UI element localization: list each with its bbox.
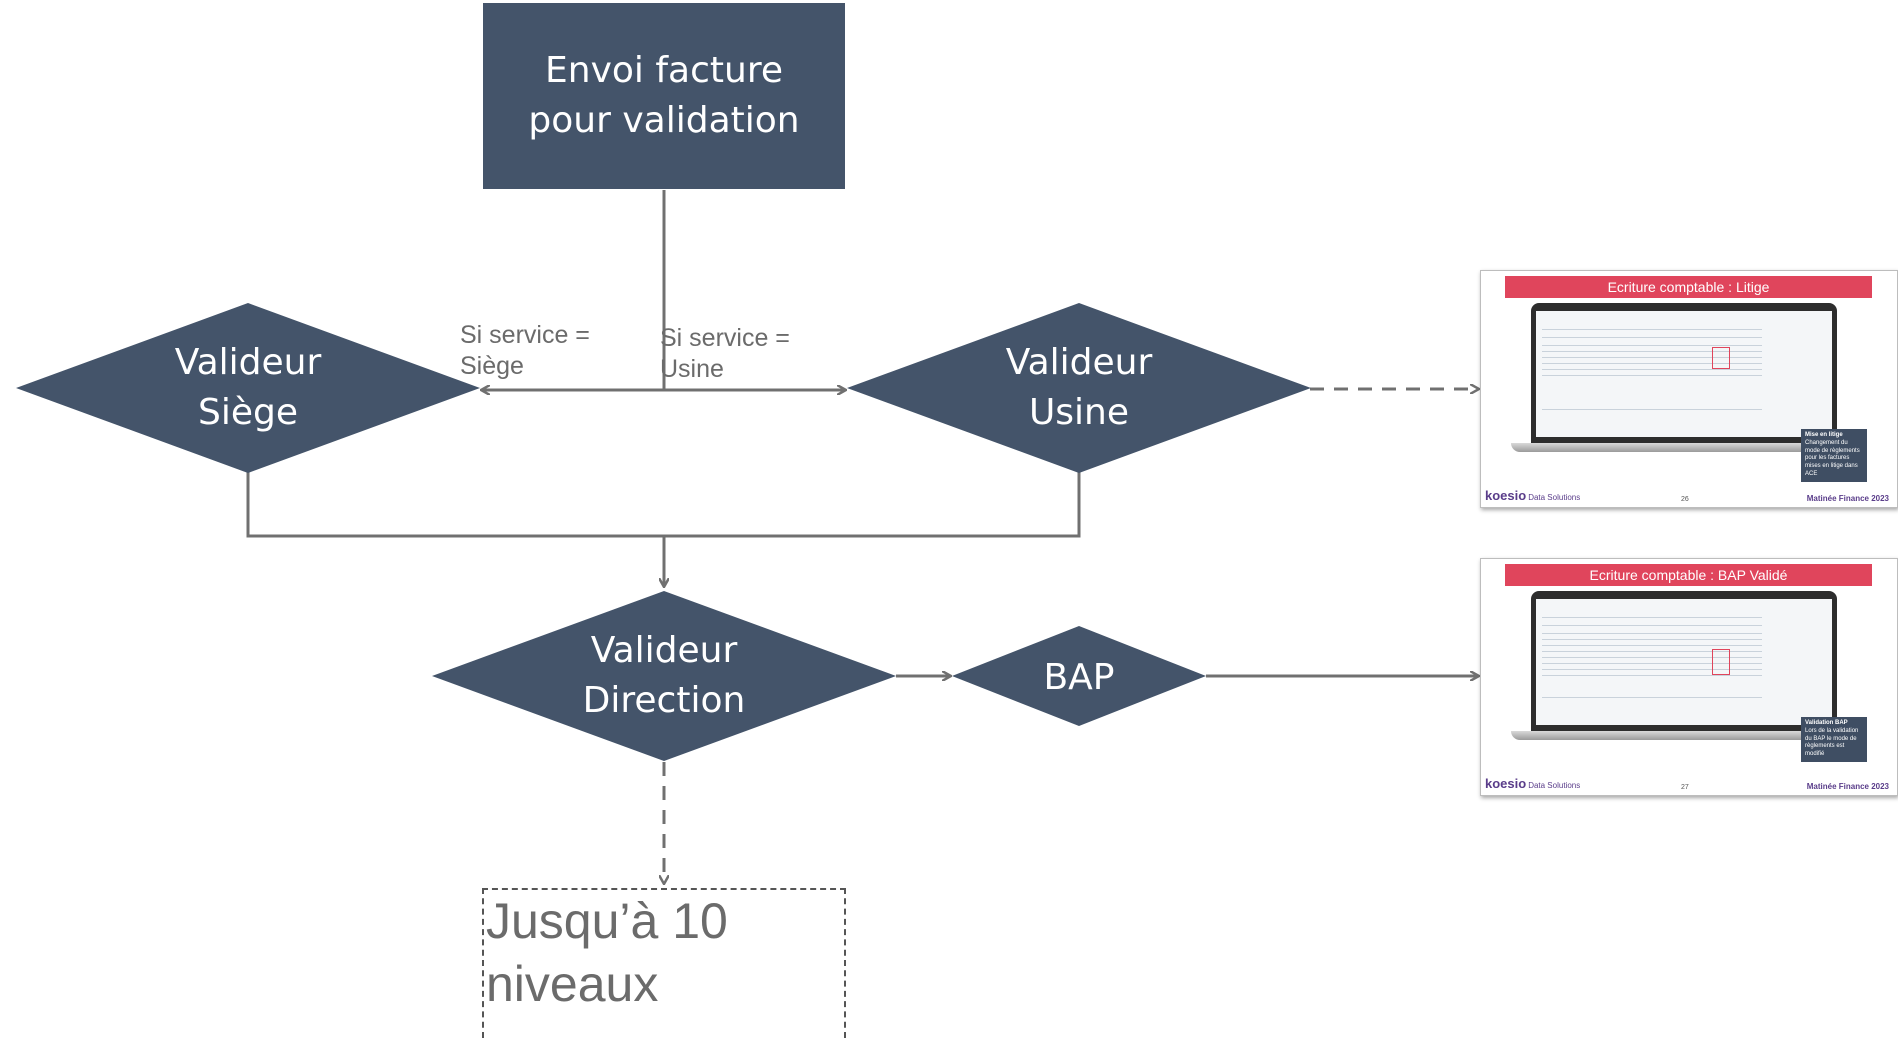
screenshot-bap-banner: Ecriture comptable : BAP Validé	[1505, 564, 1872, 586]
connector-siege-merge	[246, 472, 1081, 538]
page-number: 26	[1681, 496, 1689, 503]
start-node-label: Envoi facture pour validation	[528, 49, 800, 141]
start-node: Envoi facture pour validation	[483, 3, 845, 189]
screenshot-litige-banner: Ecriture comptable : Litige	[1505, 276, 1872, 298]
screenshot-litige: Ecriture comptable : Litige Mise en liti…	[1480, 270, 1898, 508]
event-name: Matinée Finance 2023	[1806, 782, 1889, 791]
laptop-screen	[1531, 591, 1837, 731]
event-name: Matinée Finance 2023	[1806, 494, 1889, 503]
condition-siege: Si service = Siège	[460, 321, 590, 381]
laptop-base	[1511, 443, 1857, 452]
screenshot-litige-tooltip: Mise en litige Changement du mode de règ…	[1801, 429, 1867, 482]
levels-label: Jusqu’à 10 niveaux	[486, 893, 728, 1012]
diamond-bap	[952, 626, 1206, 726]
diamond-direction	[432, 591, 896, 761]
laptop-base	[1511, 731, 1857, 740]
levels-box: Jusqu’à 10 niveaux	[482, 888, 846, 1038]
page-number: 27	[1681, 784, 1689, 791]
condition-usine: Si service = Usine	[660, 324, 790, 384]
screenshot-bap: Ecriture comptable : BAP Validé Validati…	[1480, 558, 1898, 796]
laptop-screen	[1531, 303, 1837, 443]
screenshot-bap-tooltip: Validation BAP Lors de la validation du …	[1801, 717, 1867, 762]
diamond-usine	[847, 303, 1311, 473]
diamond-siege	[16, 303, 480, 473]
